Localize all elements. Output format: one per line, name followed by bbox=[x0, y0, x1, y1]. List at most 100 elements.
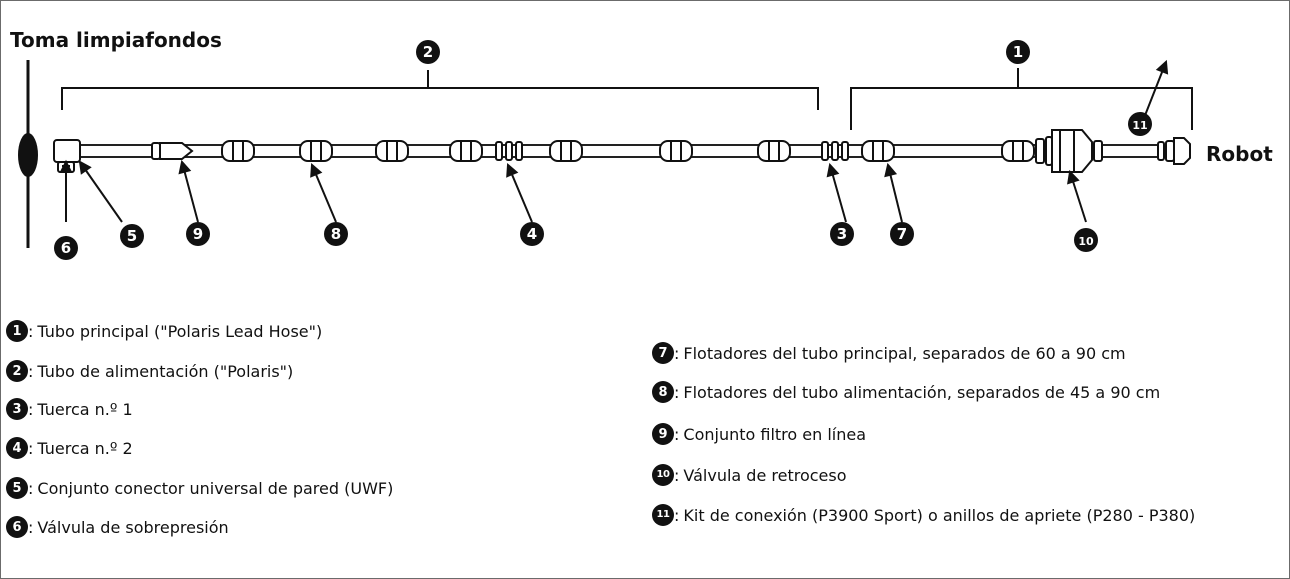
robot-label: Robot bbox=[1206, 142, 1273, 166]
legend-item-3: 3:Tuerca n.º 1 bbox=[6, 398, 133, 420]
legend-text: Flotadores del tubo alimentación, separa… bbox=[683, 382, 1161, 402]
callout-11: 11 bbox=[1128, 112, 1152, 136]
legend-text: Válvula de sobrepresión bbox=[37, 517, 229, 537]
svg-text:4: 4 bbox=[527, 225, 537, 243]
callout-10: 10 bbox=[1074, 228, 1098, 252]
float-8 bbox=[861, 140, 895, 162]
svg-text:11: 11 bbox=[1132, 119, 1147, 132]
callout-badges: 1 2 3 4 5 6 7 8 9 10 11 bbox=[54, 40, 1152, 260]
arrow-2 bbox=[78, 160, 123, 223]
svg-text:1: 1 bbox=[1013, 43, 1023, 61]
callout-3: 3 bbox=[830, 222, 854, 246]
nut-ring-4 bbox=[821, 141, 829, 161]
legend-item-1: 1:Tubo principal ("Polaris Lead Hose") bbox=[6, 320, 322, 342]
callout-7: 7 bbox=[890, 222, 914, 246]
legend-separator: : bbox=[674, 424, 680, 444]
arrow-7 bbox=[884, 162, 903, 223]
svg-text:8: 8 bbox=[331, 225, 341, 243]
callout-1: 1 bbox=[1006, 40, 1030, 64]
legend-text: Conjunto conector universal de pared (UW… bbox=[37, 478, 394, 498]
legend-text: Tubo de alimentación ("Polaris") bbox=[37, 361, 294, 381]
legend-separator: : bbox=[28, 438, 34, 458]
arrow-6 bbox=[826, 162, 847, 223]
legend-text: Conjunto filtro en línea bbox=[683, 424, 867, 444]
legend-badge: 7 bbox=[652, 342, 674, 364]
legend-badge: 5 bbox=[6, 477, 28, 499]
legend-text: Flotadores del tubo principal, separados… bbox=[683, 343, 1126, 363]
callout-5: 5 bbox=[120, 224, 144, 248]
legend-separator: : bbox=[28, 399, 34, 419]
arrow-3 bbox=[178, 159, 199, 223]
legend-badge: 2 bbox=[6, 360, 28, 382]
hose-nuts bbox=[495, 141, 1165, 161]
arrow-5 bbox=[506, 162, 533, 223]
bracket-feed-hose bbox=[61, 87, 819, 110]
nut-ring-2 bbox=[505, 141, 513, 161]
nut-ring-5 bbox=[831, 141, 839, 161]
legend-item-5: 5:Conjunto conector universal de pared (… bbox=[6, 477, 393, 499]
arrow-1 bbox=[59, 159, 73, 222]
legend-item-6: 6:Válvula de sobrepresión bbox=[6, 516, 229, 538]
legend-badge: 8 bbox=[652, 381, 674, 403]
legend-badge: 10 bbox=[652, 464, 674, 486]
svg-text:5: 5 bbox=[127, 227, 137, 245]
arrow-8 bbox=[1067, 169, 1087, 223]
nut-ring-7 bbox=[1157, 141, 1165, 161]
svg-text:9: 9 bbox=[193, 225, 203, 243]
bracket-lead-hose bbox=[850, 87, 1193, 130]
robot-connector bbox=[1165, 137, 1191, 165]
legend-separator: : bbox=[674, 343, 680, 363]
arrow-9 bbox=[1143, 59, 1169, 119]
legend-badge: 6 bbox=[6, 516, 28, 538]
legend-text: Tuerca n.º 2 bbox=[37, 438, 133, 458]
legend-badge: 9 bbox=[652, 423, 674, 445]
legend-separator: : bbox=[28, 321, 34, 341]
nut-ring-1 bbox=[495, 141, 503, 161]
callout-4: 4 bbox=[520, 222, 544, 246]
legend-item-2: 2:Tubo de alimentación ("Polaris") bbox=[6, 360, 293, 382]
legend-text: Válvula de retroceso bbox=[683, 465, 847, 485]
arrow-4 bbox=[310, 162, 337, 223]
float-4 bbox=[449, 140, 483, 162]
nut-ring-6 bbox=[841, 141, 849, 161]
backup-valve bbox=[1035, 129, 1103, 173]
nut-ring-3 bbox=[515, 141, 523, 161]
float-2 bbox=[299, 140, 333, 162]
callout-2: 2 bbox=[416, 40, 440, 64]
legend-badge: 11 bbox=[652, 504, 674, 526]
legend-separator: : bbox=[674, 505, 680, 525]
legend-item-7: 7:Flotadores del tubo principal, separad… bbox=[652, 342, 1126, 364]
float-5 bbox=[549, 140, 583, 162]
float-3 bbox=[375, 140, 409, 162]
legend-separator: : bbox=[28, 478, 34, 498]
legend-separator: : bbox=[28, 361, 34, 381]
svg-text:2: 2 bbox=[423, 43, 433, 61]
callout-8: 8 bbox=[324, 222, 348, 246]
float-7 bbox=[757, 140, 791, 162]
intake-label: Toma limpiafondos bbox=[10, 28, 222, 52]
legend-badge: 4 bbox=[6, 437, 28, 459]
float-1 bbox=[221, 140, 255, 162]
callout-6: 6 bbox=[54, 236, 78, 260]
svg-text:10: 10 bbox=[1078, 235, 1094, 248]
hose-line bbox=[80, 144, 1180, 158]
legend-separator: : bbox=[674, 465, 680, 485]
inline-filter bbox=[151, 142, 194, 160]
wall-intake bbox=[18, 133, 38, 177]
hose-assembly-diagram: 1 2 3 4 5 6 7 8 9 10 11 bbox=[18, 40, 1193, 260]
legend-item-11: 11:Kit de conexión (P3900 Sport) o anill… bbox=[652, 504, 1195, 526]
legend-separator: : bbox=[28, 517, 34, 537]
float-9 bbox=[1001, 140, 1035, 162]
legend-item-4: 4:Tuerca n.º 2 bbox=[6, 437, 133, 459]
legend-text: Kit de conexión (P3900 Sport) o anillos … bbox=[683, 505, 1196, 525]
svg-text:3: 3 bbox=[837, 225, 847, 243]
float-6 bbox=[659, 140, 693, 162]
legend-item-9: 9:Conjunto filtro en línea bbox=[652, 423, 866, 445]
legend-text: Tuerca n.º 1 bbox=[37, 399, 133, 419]
legend-separator: : bbox=[674, 382, 680, 402]
legend-text: Tubo principal ("Polaris Lead Hose") bbox=[37, 321, 323, 341]
legend-badge: 1 bbox=[6, 320, 28, 342]
hose-floats bbox=[221, 140, 1035, 162]
legend-item-10: 10:Válvula de retroceso bbox=[652, 464, 847, 486]
legend-badge: 3 bbox=[6, 398, 28, 420]
